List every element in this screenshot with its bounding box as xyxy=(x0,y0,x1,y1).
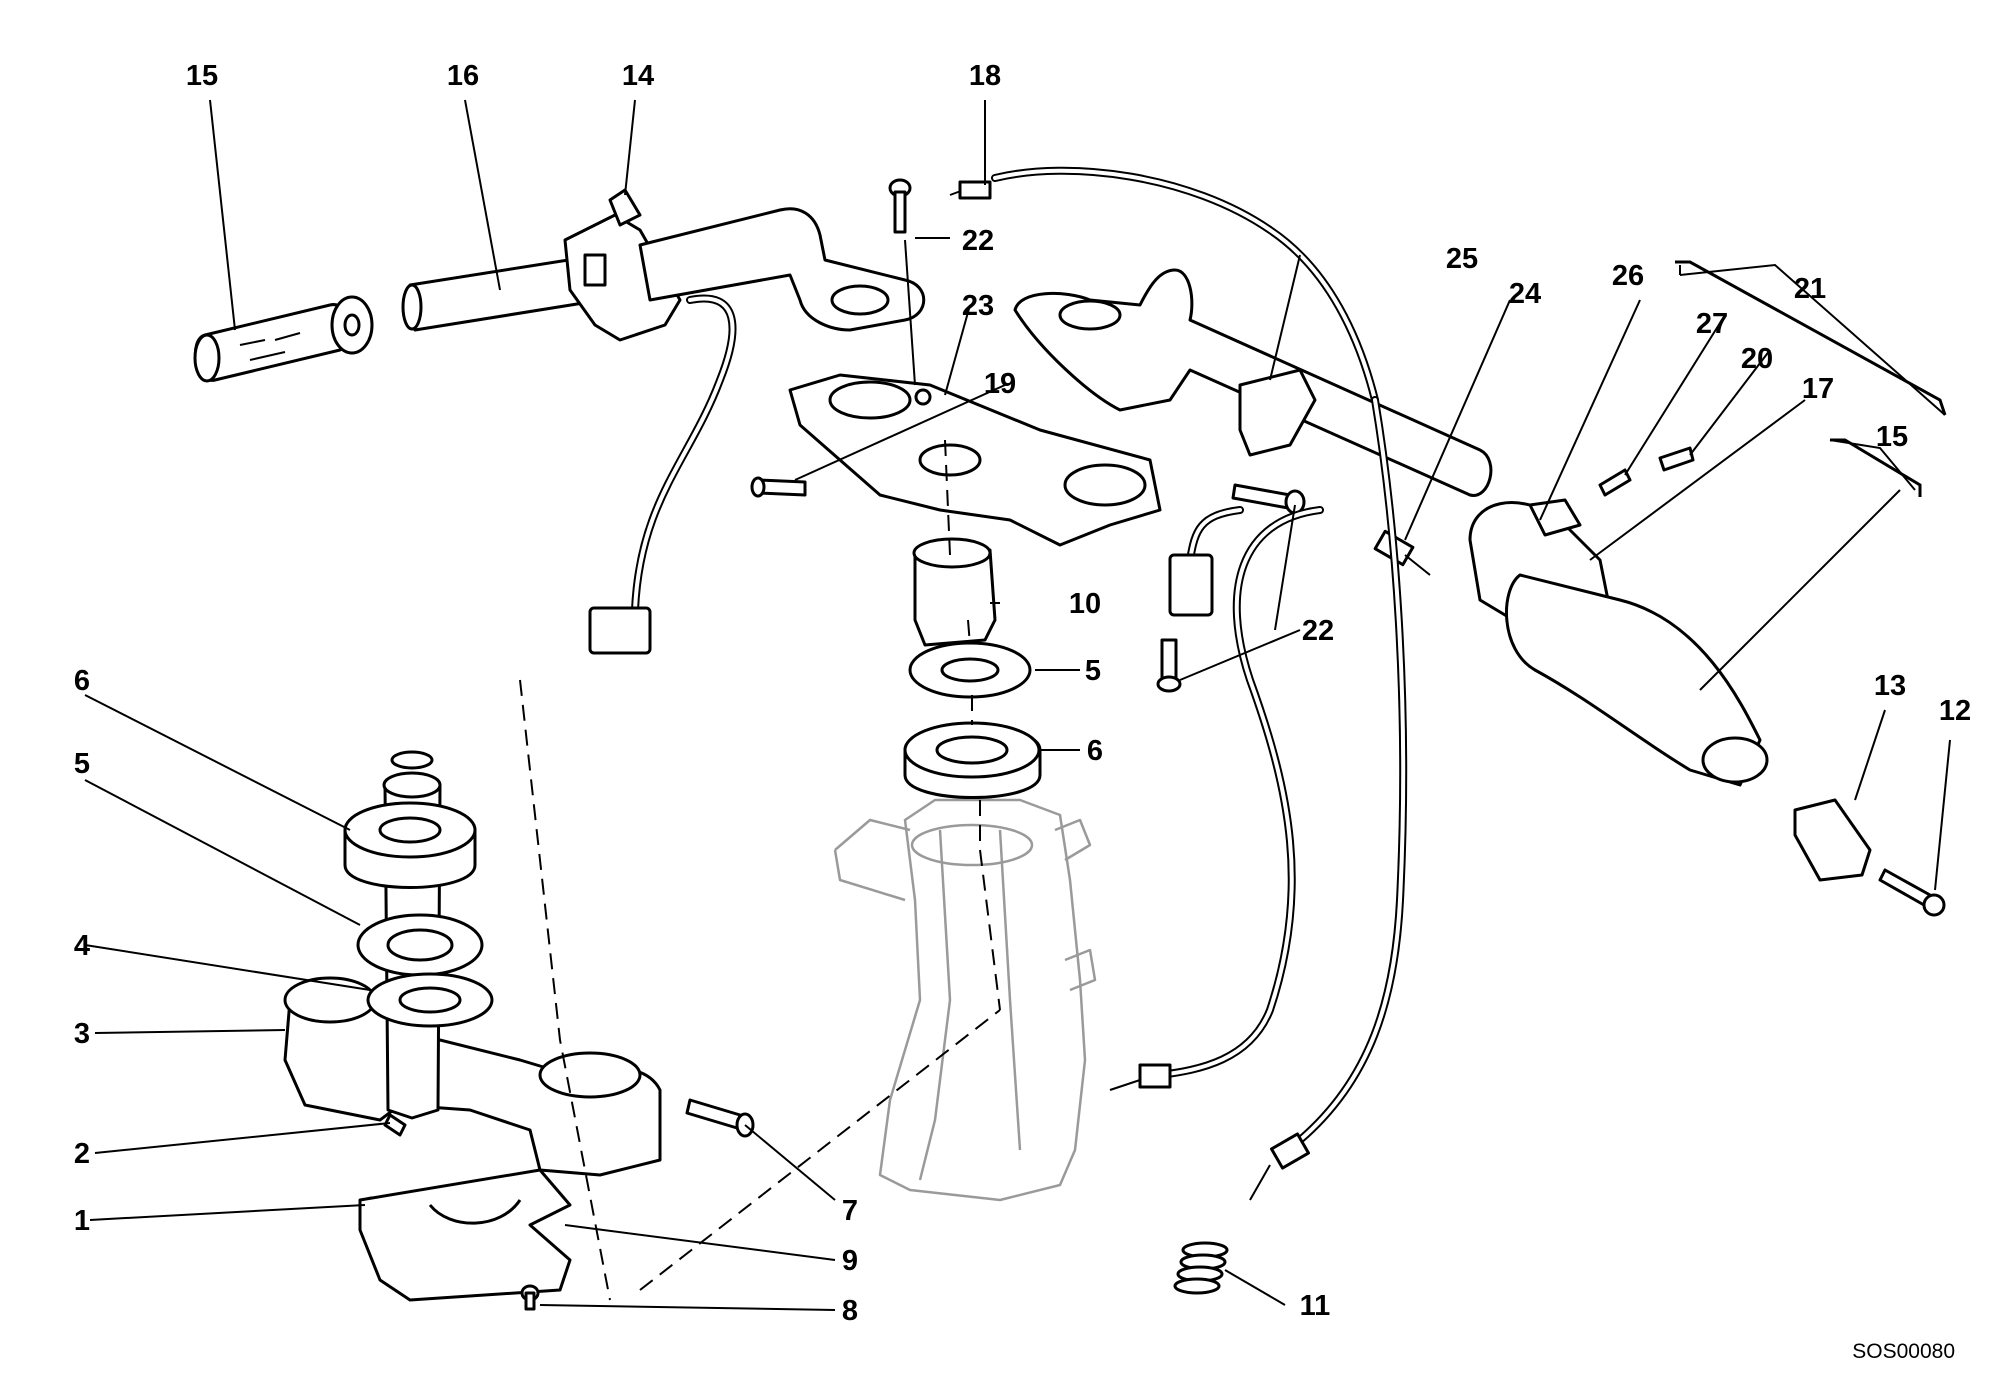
callout-13: 13 xyxy=(1874,670,1906,702)
right-switch-harness xyxy=(1168,506,1244,617)
upper-clamp-bolt xyxy=(750,476,807,498)
bearing-6-left xyxy=(343,801,477,889)
throttle-cable-24 xyxy=(1373,529,1431,576)
bolt-22-right xyxy=(1231,483,1306,515)
left-grip xyxy=(193,303,352,383)
screw-20 xyxy=(1658,446,1695,472)
bearing-adjuster-nut-10 xyxy=(912,537,997,647)
callout-20: 20 xyxy=(1741,343,1773,375)
callout-1: 1 xyxy=(74,1205,90,1237)
callout-9: 9 xyxy=(842,1245,858,1277)
callout-8: 8 xyxy=(842,1295,858,1327)
callout-6-left: 6 xyxy=(74,665,90,697)
callout-15-top: 15 xyxy=(186,60,218,92)
bar-end-screw-12 xyxy=(1878,868,1946,917)
callout-22-mid: 22 xyxy=(1302,615,1334,647)
spring-11 xyxy=(1173,1241,1229,1295)
callout-6-mid: 6 xyxy=(1087,735,1103,767)
callout-5-left: 5 xyxy=(74,748,90,780)
left-switch-harness xyxy=(588,294,737,655)
callout-2: 2 xyxy=(74,1138,90,1170)
ring-4 xyxy=(366,972,494,1028)
callout-18: 18 xyxy=(969,60,1001,92)
callout-25: 25 xyxy=(1446,243,1478,275)
left-clip-on-bar xyxy=(638,207,926,332)
callout-27: 27 xyxy=(1696,308,1728,340)
screw-27 xyxy=(1598,468,1632,497)
seal-5-left xyxy=(356,913,484,977)
callout-15-right: 15 xyxy=(1876,421,1908,453)
callout-4: 4 xyxy=(74,930,90,962)
upper-triple-clamp xyxy=(788,373,1162,547)
bolt-22-lower xyxy=(1156,638,1182,693)
callout-14: 14 xyxy=(622,60,654,92)
callout-24: 24 xyxy=(1509,278,1541,310)
bearing-6-mid xyxy=(903,721,1042,799)
callout-labels: 15 16 14 18 22 23 19 25 24 26 21 27 20 1… xyxy=(74,60,1971,1327)
throttle-cable-long xyxy=(1249,396,1408,1201)
upper-dashed-axis xyxy=(944,439,1001,1011)
pinch-bolt-7 xyxy=(685,1098,755,1138)
clutch-cable-top xyxy=(949,166,1379,404)
left-switch-housing xyxy=(563,188,682,342)
callout-5-mid: 5 xyxy=(1085,655,1101,687)
seal-5-mid xyxy=(908,641,1032,699)
throttle-grip xyxy=(1505,573,1769,787)
callout-12: 12 xyxy=(1939,695,1971,727)
screw-2 xyxy=(383,1113,407,1137)
frame-head-tube xyxy=(833,798,1097,1202)
callout-7: 7 xyxy=(842,1195,858,1227)
callout-10: 10 xyxy=(1069,588,1101,620)
callout-3: 3 xyxy=(74,1018,90,1050)
screw-8 xyxy=(520,1284,540,1311)
left-washer xyxy=(330,295,374,355)
right-switch-clamp-25 xyxy=(1238,368,1317,457)
callout-22-top: 22 xyxy=(962,225,994,257)
plate-9 xyxy=(358,1168,572,1302)
bar-end-weight-13 xyxy=(1793,798,1872,882)
callout-brackets xyxy=(1675,260,1947,497)
callout-23: 23 xyxy=(962,290,994,322)
leader-lines xyxy=(84,99,1951,1311)
callout-21: 21 xyxy=(1794,273,1826,305)
clutch-cable-lower xyxy=(1109,506,1324,1091)
callout-19: 19 xyxy=(984,368,1016,400)
bolt-22-top xyxy=(888,178,912,234)
callout-17: 17 xyxy=(1802,373,1834,405)
callout-11: 11 xyxy=(1300,1290,1331,1322)
callout-26: 26 xyxy=(1612,260,1644,292)
callout-16: 16 xyxy=(447,60,479,92)
figure-code: SOS00080 xyxy=(1852,1340,1955,1363)
